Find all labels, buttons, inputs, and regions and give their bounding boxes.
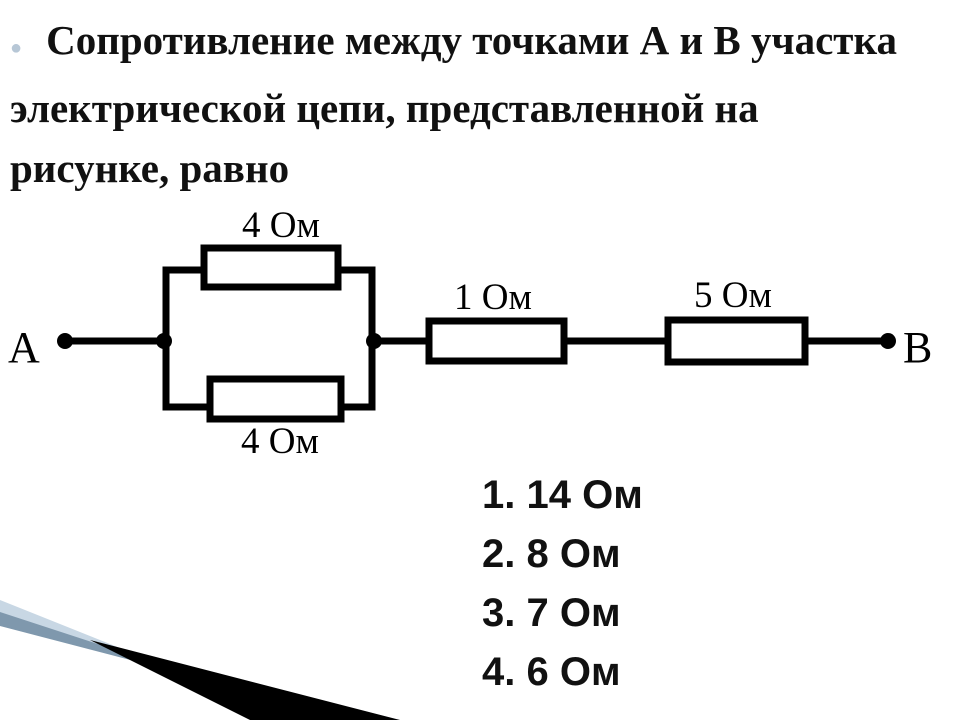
resistor-top [200, 244, 342, 291]
answer-option-4[interactable]: 4. 6 Ом [482, 650, 621, 694]
resistor-series-1-label: 1 Ом [454, 277, 532, 318]
answer-option-2[interactable]: 2. 8 Ом [482, 532, 621, 576]
answer-option-3[interactable]: 3. 7 Ом [482, 591, 621, 635]
resistor-bottom [206, 375, 345, 423]
resistor-bottom-label: 4 Ом [241, 421, 319, 462]
circuit-diagram: 4 Ом 4 Ом 1 Ом 5 Ом А В [8, 205, 932, 462]
resistor-series-2 [664, 316, 809, 366]
wire-parallel-bottom [162, 341, 376, 411]
swoosh-light [0, 600, 400, 720]
wire-parallel-top [162, 266, 376, 341]
point-b-label: В [903, 323, 932, 372]
junction-left-dot [156, 333, 172, 349]
swoosh-dark [90, 640, 400, 720]
bullet-dot: ● [10, 37, 23, 59]
answer-option-1[interactable]: 1. 14 Ом [482, 473, 643, 517]
terminal-b-dot [880, 333, 896, 349]
question-label: Сопротивление между точками А и В участк… [10, 17, 897, 191]
decorative-swoosh [0, 600, 400, 720]
terminal-a-dot [57, 333, 73, 349]
junction-right-dot [366, 333, 382, 349]
point-a-label: А [8, 323, 40, 372]
resistor-top-label: 4 Ом [242, 205, 320, 246]
resistor-series-1 [425, 317, 568, 365]
answer-options: 1. 14 Ом 2. 8 Ом 3. 7 Ом 4. 6 Ом [482, 466, 643, 702]
question-text: ●Сопротивление между точками А и В участ… [10, 10, 910, 198]
resistor-series-2-label: 5 Ом [694, 275, 772, 316]
